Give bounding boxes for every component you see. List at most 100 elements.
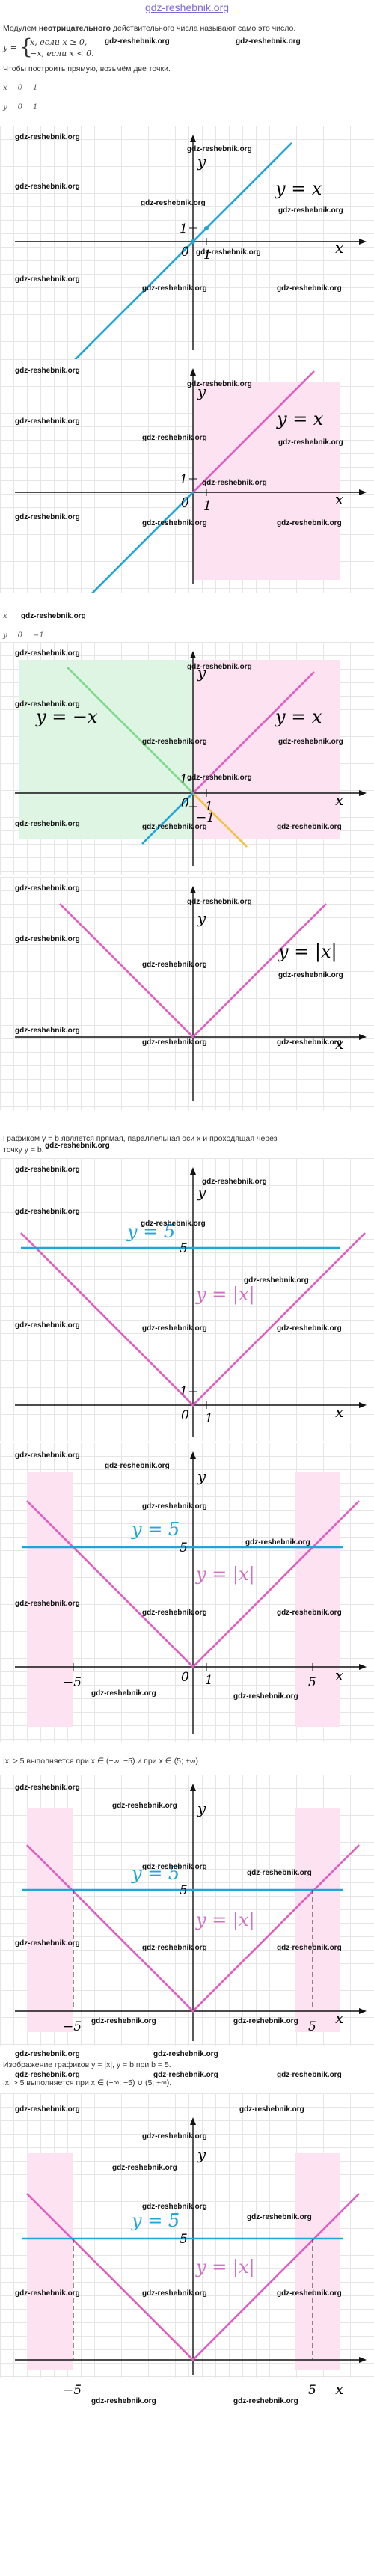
line-y-eq-abs-x bbox=[20, 1232, 366, 1407]
watermark: gdz-reshebnik.org bbox=[142, 2289, 207, 2298]
watermark: gdz-reshebnik.org bbox=[187, 898, 252, 906]
graph-svg: x y 0 1 1 5 y = 5 y = |x| bbox=[15, 1167, 367, 1437]
watermark: gdz-reshebnik.org bbox=[15, 1451, 80, 1460]
line-label-y-eq-x: y = x bbox=[276, 409, 324, 429]
origin-label: 0 bbox=[181, 796, 189, 811]
tick-label-minus-1: −1 bbox=[196, 810, 215, 825]
watermark: gdz-reshebnik.org bbox=[15, 275, 80, 284]
origin-label: 0 bbox=[181, 495, 189, 510]
watermark: gdz-reshebnik.org bbox=[142, 1038, 207, 1047]
watermark: gdz-reshebnik.org bbox=[142, 1502, 207, 1511]
tick-label-minus-5: −5 bbox=[63, 2383, 82, 2398]
axis-label-x: x bbox=[335, 2009, 343, 2027]
graph-y-eq-abs-x: x y y = |x| gdz-reshebnik.org gdz-resheb… bbox=[0, 877, 374, 1110]
watermark: gdz-reshebnik.org bbox=[15, 884, 80, 893]
graph-svg: −5 5 x bbox=[63, 2380, 343, 2398]
line-label-y-eq-minus-x: y = −x bbox=[35, 706, 98, 727]
watermark: gdz-reshebnik.org bbox=[15, 2105, 80, 2114]
build-note: Чтобы построить прямую, возьмём две точк… bbox=[3, 64, 171, 73]
watermark: gdz-reshebnik.org bbox=[202, 479, 267, 487]
watermark: gdz-reshebnik.org bbox=[187, 145, 252, 153]
axis-label-x: x bbox=[335, 1403, 343, 1421]
watermark: gdz-reshebnik.org bbox=[244, 1276, 309, 1285]
watermark: gdz-reshebnik.org bbox=[15, 2071, 80, 2079]
watermark: gdz-reshebnik.org bbox=[141, 1220, 206, 1228]
watermark: gdz-reshebnik.org bbox=[245, 1538, 310, 1546]
watermark: gdz-reshebnik.org bbox=[278, 206, 343, 215]
shaded-region-left bbox=[27, 1472, 73, 1727]
site-title-link[interactable]: gdz-reshebnik.org bbox=[144, 1, 230, 13]
table-cell: 1 bbox=[33, 103, 38, 111]
watermark: gdz-reshebnik.org bbox=[142, 961, 207, 969]
watermark: gdz-reshebnik.org bbox=[15, 820, 80, 828]
watermark: gdz-reshebnik.org bbox=[112, 1802, 177, 1810]
watermark: gdz-reshebnik.org bbox=[247, 1869, 312, 1877]
watermark: gdz-reshebnik.org bbox=[278, 438, 343, 447]
graph-abs-x-y-5-dashed: x y 5 −5 5 y = 5 y = |x| gdz-reshebnik.o… bbox=[0, 1775, 374, 2046]
line-y-eq-abs-x bbox=[59, 903, 327, 1038]
graph-svg: x y 5 −5 5 y = 5 y = |x| bbox=[15, 1784, 367, 2041]
watermark: gdz-reshebnik.org bbox=[142, 519, 207, 527]
watermark: gdz-reshebnik.org bbox=[112, 2164, 177, 2172]
graph-svg: x y y = |x| bbox=[15, 886, 367, 1101]
watermark: gdz-reshebnik.org bbox=[15, 1321, 80, 1330]
graph-y-eq-x-and-minus-x: x y 0 1 1 −1 y = −x y = x gdz-reshebnik.… bbox=[0, 642, 374, 875]
line-label-y-eq-abs-x: y = |x| bbox=[195, 1284, 255, 1306]
line-b-note-1: Графиком y = b является прямая, параллел… bbox=[3, 1134, 278, 1143]
watermark: gdz-reshebnik.org bbox=[142, 2203, 207, 2211]
table-cell: 0 bbox=[17, 84, 23, 92]
axis-label-x: x bbox=[335, 1035, 343, 1053]
watermark: gdz-reshebnik.org bbox=[247, 2213, 312, 2221]
tick-label-1: 1 bbox=[203, 248, 212, 263]
table-row-x: x bbox=[3, 612, 63, 622]
axis-label-y: y bbox=[197, 1467, 206, 1485]
watermark: gdz-reshebnik.org bbox=[233, 1692, 298, 1701]
origin-label: 0 bbox=[181, 245, 189, 260]
line-y-eq-abs-x bbox=[26, 1844, 360, 2013]
watermark: gdz-reshebnik.org bbox=[142, 434, 207, 442]
line-b-note-2: точку y = b. bbox=[3, 1145, 44, 1154]
watermark: gdz-reshebnik.org bbox=[15, 1027, 80, 1035]
answer-note-1: |x| > 5 выполняется при x ∈ (−∞; −5) и п… bbox=[3, 1757, 198, 1766]
axis-label-x: x bbox=[335, 490, 343, 508]
line-y-eq-minus-x-right bbox=[192, 792, 248, 848]
line-label-y-eq-5: y = 5 bbox=[131, 2210, 180, 2231]
watermark: gdz-reshebnik.org bbox=[15, 1939, 80, 1948]
piecewise-lhs: y = bbox=[3, 43, 17, 52]
tick-label-5: 5 bbox=[180, 2232, 188, 2247]
graph-final: y 5 y = 5 y = |x| gdz-reshebnik.org gdz-… bbox=[0, 2093, 374, 2378]
watermark: gdz-reshebnik.org bbox=[187, 774, 252, 782]
tick-label-1: 1 bbox=[180, 772, 188, 787]
line-label-y-eq-abs-x: y = |x| bbox=[195, 1564, 255, 1585]
line-label-y-eq-5: y = 5 bbox=[131, 1519, 180, 1540]
watermark: gdz-reshebnik.org bbox=[15, 183, 80, 191]
intro-post: действительного числа называют само это … bbox=[111, 24, 296, 33]
shaded-region bbox=[193, 382, 340, 580]
line-label-y-eq-x: y = x bbox=[275, 178, 322, 199]
graph-abs-x-and-y-5: x y 0 1 1 5 y = 5 y = |x| gdz-reshebnik.… bbox=[0, 1158, 374, 1441]
origin-label: 0 bbox=[181, 1408, 189, 1423]
watermark: gdz-reshebnik.org bbox=[153, 2071, 218, 2079]
shaded-region-right bbox=[193, 660, 340, 839]
shaded-region-right bbox=[295, 1472, 340, 1727]
watermark: gdz-reshebnik.org bbox=[15, 1166, 80, 1174]
axis-label-y: y bbox=[197, 382, 206, 400]
table-cell: y bbox=[3, 631, 7, 640]
watermark: gdz-reshebnik.org bbox=[15, 700, 80, 709]
tick-label-5: 5 bbox=[308, 2383, 316, 2398]
graph-y-eq-x: x y 0 1 1 y = x gdz-reshebnik.org gdz-re… bbox=[0, 126, 374, 359]
watermark: gdz-reshebnik.org bbox=[45, 1142, 110, 1150]
watermark: gdz-reshebnik.org bbox=[91, 1689, 156, 1698]
watermark: gdz-reshebnik.org bbox=[277, 2289, 342, 2298]
tick-label-minus-5: −5 bbox=[63, 1675, 82, 1690]
line-y-eq-x-left bbox=[141, 792, 194, 845]
tick-label-5: 5 bbox=[308, 2019, 316, 2034]
watermark: gdz-reshebnik.org bbox=[236, 37, 301, 46]
watermark: gdz-reshebnik.org bbox=[142, 284, 207, 293]
table-row-x: x 0 1 bbox=[3, 84, 55, 94]
watermark: gdz-reshebnik.org bbox=[142, 1609, 207, 1617]
line-label-y-eq-5: y = 5 bbox=[131, 1863, 180, 1884]
tick-label-1: 1 bbox=[205, 1673, 213, 1688]
watermark: gdz-reshebnik.org bbox=[187, 663, 252, 671]
watermark: gdz-reshebnik.org bbox=[142, 1944, 207, 1952]
